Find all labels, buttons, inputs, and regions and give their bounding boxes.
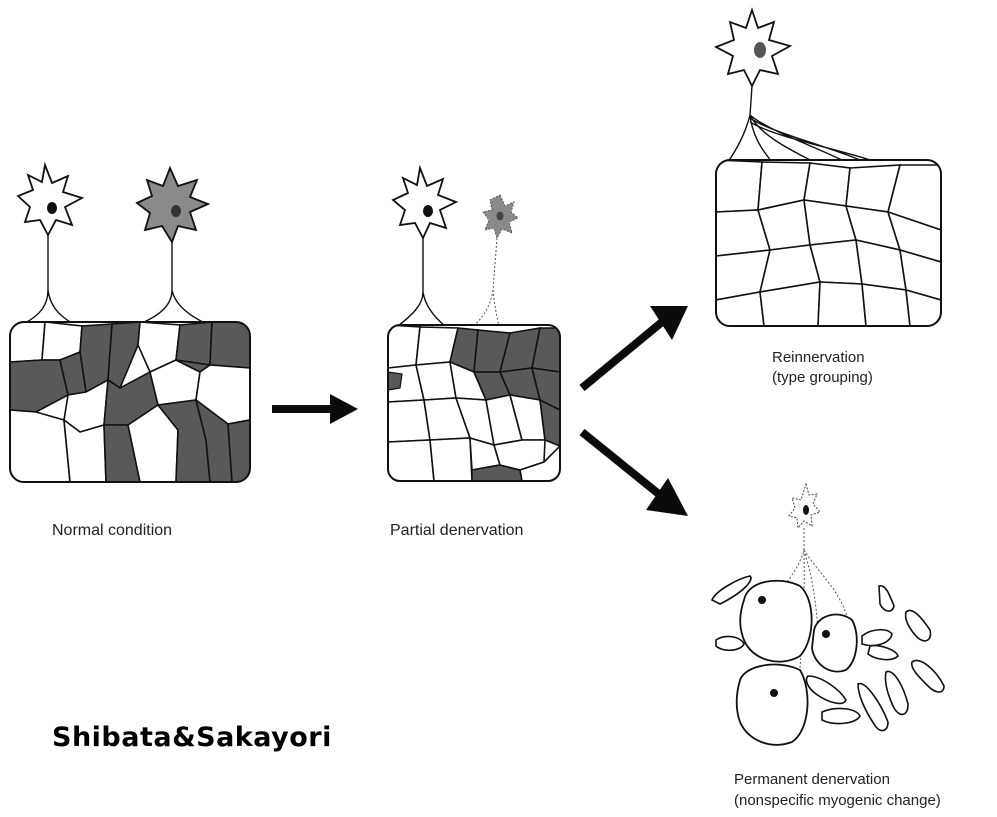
muscle-fiber: [388, 372, 402, 390]
muscle-fiber: [430, 438, 472, 481]
atrophic-fiber: [806, 676, 846, 703]
muscle-fiber: [804, 163, 850, 206]
atrophic-fiber: [912, 661, 944, 692]
affected-motor-neuron-axon: [142, 242, 205, 323]
atrophic-fiber: [885, 671, 908, 714]
healthy-motor-neuron-axon: [25, 235, 72, 323]
neuron-nucleus: [803, 505, 809, 515]
normal-muscle-fibers: [10, 322, 250, 482]
neuron-nucleus: [47, 202, 57, 214]
reinnervated-muscle-fibers: [716, 160, 941, 326]
atrophic-fiber: [906, 610, 931, 640]
muscle-fiber: [388, 440, 434, 481]
arrow-to-partial: [272, 394, 358, 424]
muscle-fiber: [10, 410, 70, 482]
muscle-fiber: [818, 282, 866, 326]
muscle-fiber: [388, 325, 420, 368]
affected-motor-neuron: [716, 10, 790, 86]
muscle-fiber: [228, 420, 250, 482]
reinnervation-label: Reinnervation: [772, 348, 865, 368]
healthy-motor-neuron-axon: [398, 238, 445, 326]
normal-condition-panel: [10, 165, 250, 482]
permanent-denervation-panel: [712, 484, 944, 745]
muscle-fiber: [862, 284, 910, 326]
hypertrophic-fiber: [740, 581, 811, 662]
author-credit: Shibata&Sakayori: [52, 722, 332, 753]
fiber-nucleus: [758, 596, 766, 604]
muscle-fiber: [10, 322, 45, 362]
atrophic-fiber: [822, 709, 860, 724]
muscle-fiber: [176, 322, 212, 365]
affected-motor-neuron: [137, 168, 208, 242]
reinnervation-panel: [716, 10, 941, 326]
permanent-denervation-label: Permanent denervation: [734, 770, 890, 790]
atrophic-fiber: [862, 630, 892, 646]
fiber-nucleus: [770, 689, 778, 697]
hypertrophic-fiber: [737, 665, 808, 745]
arrow-to-permanent: [582, 432, 688, 516]
hypertrophic-fiber: [812, 615, 857, 672]
healthy-motor-neuron: [393, 168, 456, 238]
neuron-nucleus: [171, 205, 181, 217]
partial-denervation-panel: [388, 168, 560, 481]
atrophic-fiber: [879, 586, 894, 611]
nonspecific-myogenic-change-label: (nonspecific myogenic change): [734, 791, 941, 811]
muscle-fiber: [716, 160, 762, 212]
muscle-fiber: [416, 362, 456, 400]
neuron-nucleus: [423, 205, 433, 217]
arrow-to-reinnervation: [582, 306, 688, 388]
muscle-fiber: [388, 400, 430, 442]
muscle-fiber: [210, 322, 250, 368]
atrophic-fiber: [716, 637, 744, 651]
fiber-nucleus: [822, 630, 830, 638]
neuron-nucleus: [497, 212, 504, 221]
type-grouping-label: (type grouping): [772, 368, 873, 388]
partial-denervation-label: Partial denervation: [390, 521, 523, 541]
normal-condition-label: Normal condition: [52, 521, 172, 541]
degenerating-axon: [470, 238, 500, 330]
atrophic-fiber: [858, 684, 888, 731]
neuron-nucleus: [754, 42, 766, 58]
partial-muscle-fibers: [388, 325, 560, 481]
atrophic-fiber: [868, 646, 898, 660]
healthy-motor-neuron: [18, 165, 82, 235]
